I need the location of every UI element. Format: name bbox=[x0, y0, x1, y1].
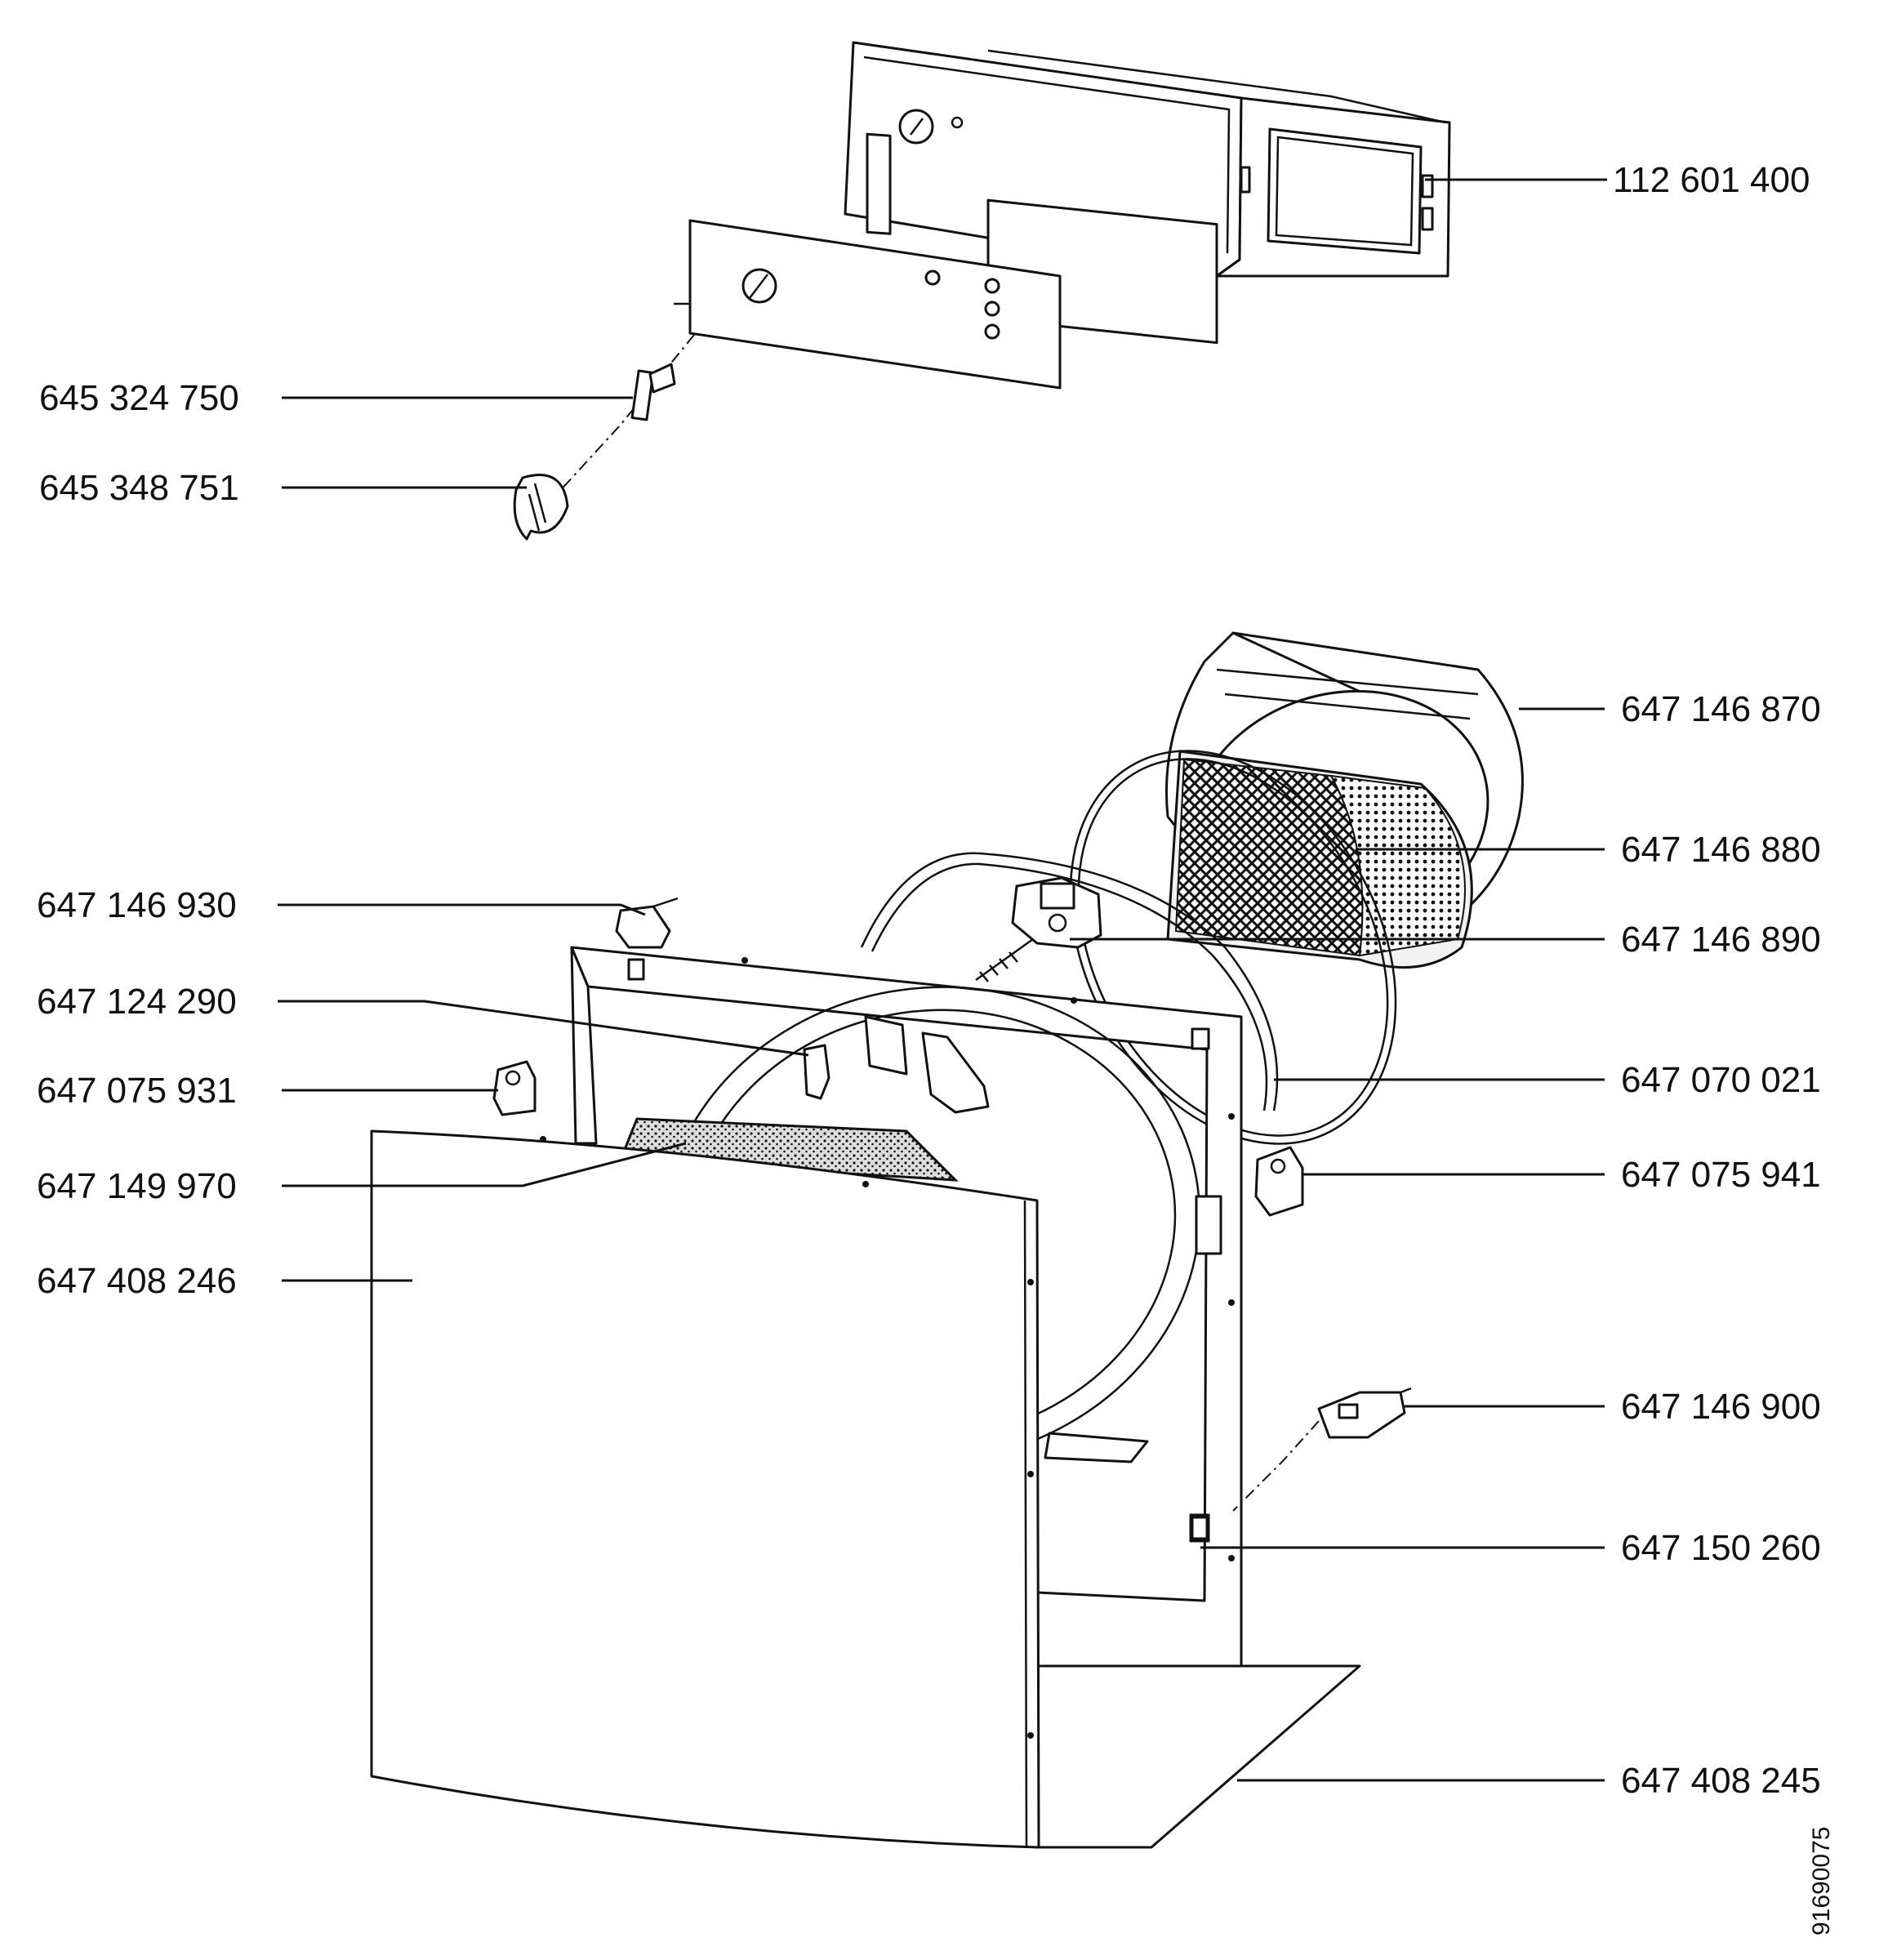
part-labels: 112 601 400 645 324 750 645 348 751 647 … bbox=[37, 160, 1821, 1801]
hinge-right-part bbox=[1254, 1146, 1304, 1217]
leader-lines bbox=[278, 178, 1607, 1782]
label-door-catch: 647 150 260 bbox=[1621, 1528, 1821, 1568]
label-drum: 647 146 880 bbox=[1621, 830, 1821, 870]
label-knob: 645 348 751 bbox=[39, 468, 239, 508]
label-base-plate: 647 408 245 bbox=[1621, 1761, 1821, 1801]
label-hinge-left: 647 075 931 bbox=[37, 1071, 237, 1111]
front-frame bbox=[570, 946, 1243, 1692]
panel-clip-part bbox=[630, 363, 676, 421]
front-spring-part bbox=[803, 1015, 990, 1114]
label-front-spring: 647 124 290 bbox=[37, 982, 237, 1022]
label-drum-front-bearing: 647 146 890 bbox=[1621, 920, 1821, 960]
label-panel-clip: 645 324 750 bbox=[39, 378, 239, 418]
door-catch-part bbox=[1191, 1516, 1209, 1540]
label-drum-rear: 647 146 870 bbox=[1621, 689, 1821, 729]
label-control-panel-housing: 112 601 400 bbox=[1613, 160, 1810, 200]
knob-part bbox=[513, 474, 569, 541]
drum-part bbox=[1069, 750, 1473, 1145]
document-id: 91690075 bbox=[1808, 1827, 1835, 1936]
base-plate-part bbox=[1035, 1664, 1361, 1849]
front-panel-part bbox=[370, 1129, 1040, 1849]
top-bracket-part bbox=[615, 897, 679, 949]
label-hinge-right: 647 075 941 bbox=[1621, 1155, 1821, 1195]
door-switch-part bbox=[1317, 1387, 1412, 1439]
front-bearing-part bbox=[975, 876, 1102, 982]
hinge-left-part bbox=[492, 1060, 537, 1116]
label-drum-seal: 647 070 021 bbox=[1621, 1060, 1821, 1100]
control-panel-fascia bbox=[674, 219, 1062, 390]
label-filter: 647 149 970 bbox=[37, 1166, 237, 1206]
drum-seal-ring bbox=[860, 852, 1279, 1111]
label-top-bracket: 647 146 930 bbox=[37, 885, 237, 925]
label-door-switch: 647 146 900 bbox=[1621, 1387, 1821, 1427]
label-front-panel: 647 408 246 bbox=[37, 1261, 237, 1301]
